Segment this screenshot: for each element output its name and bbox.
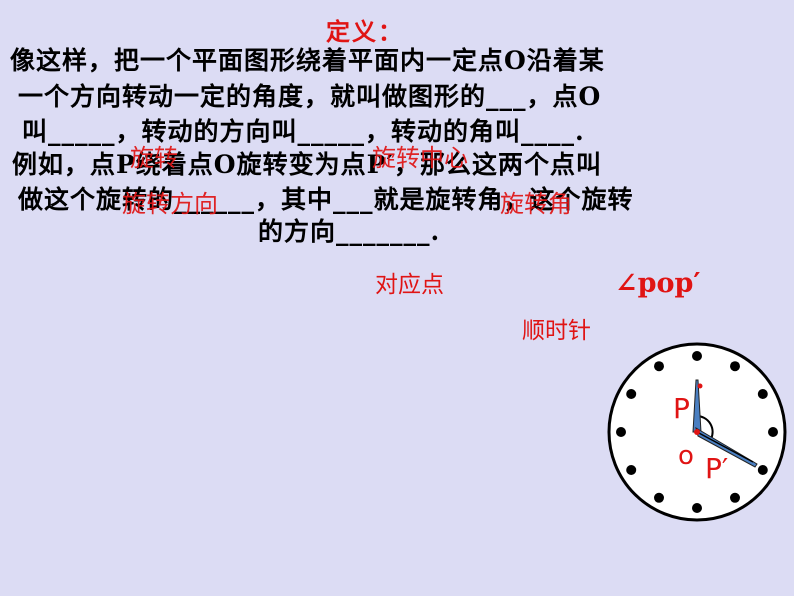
definition-title: 定义：: [326, 17, 404, 46]
hour-dot: [654, 361, 664, 372]
point-o: [694, 429, 700, 435]
paragraph-line-6: 的方向_______.: [258, 217, 441, 246]
answer-rotation-angle: 旋转角: [500, 190, 572, 218]
label-o: o: [678, 441, 694, 471]
hour-dot: [692, 503, 702, 513]
hour-dot: [654, 492, 664, 503]
hour-dot: [757, 465, 768, 475]
minute-hand: [696, 431, 754, 463]
paragraph-line-2: 一个方向转动一定的角度，就叫做图形的___，点O: [18, 82, 602, 111]
label-p-prime: P′: [705, 452, 728, 485]
paragraph-line-3: 叫_____，转动的方向叫_____，转动的角叫____.: [22, 117, 585, 146]
hour-dot: [768, 427, 778, 437]
label-p: P: [673, 392, 690, 425]
hour-dot: [616, 427, 626, 437]
hour-dot: [730, 492, 740, 503]
paragraph-line-5: 做这个旋转的______，其中___就是旋转角，这个旋转: [18, 185, 634, 214]
answer-rotation: 旋转: [130, 144, 178, 172]
hour-dot: [730, 361, 740, 372]
answer-corresponding-points: 对应点: [375, 272, 444, 298]
hour-dot: [626, 465, 637, 475]
hour-dot: [692, 351, 702, 361]
answer-clockwise: 顺时针: [522, 318, 591, 344]
answer-rotation-center: 旋转中心: [372, 144, 468, 172]
answer-angle-pop: ∠pop′: [615, 268, 701, 299]
hour-dot: [626, 389, 637, 399]
clock-hour-dots: [616, 351, 778, 513]
paragraph-line-1: 像这样，把一个平面图形绕着平面内一定点O沿着某: [10, 46, 605, 75]
clock-diagram: P o P′: [607, 342, 787, 522]
hour-dot: [757, 389, 768, 399]
point-p: [697, 383, 703, 389]
answer-rotation-direction: 旋转方向: [122, 190, 218, 218]
paragraph-line-4: 例如，点P绕着点O旋转变为点P′，那么这两个点叫: [12, 150, 602, 179]
